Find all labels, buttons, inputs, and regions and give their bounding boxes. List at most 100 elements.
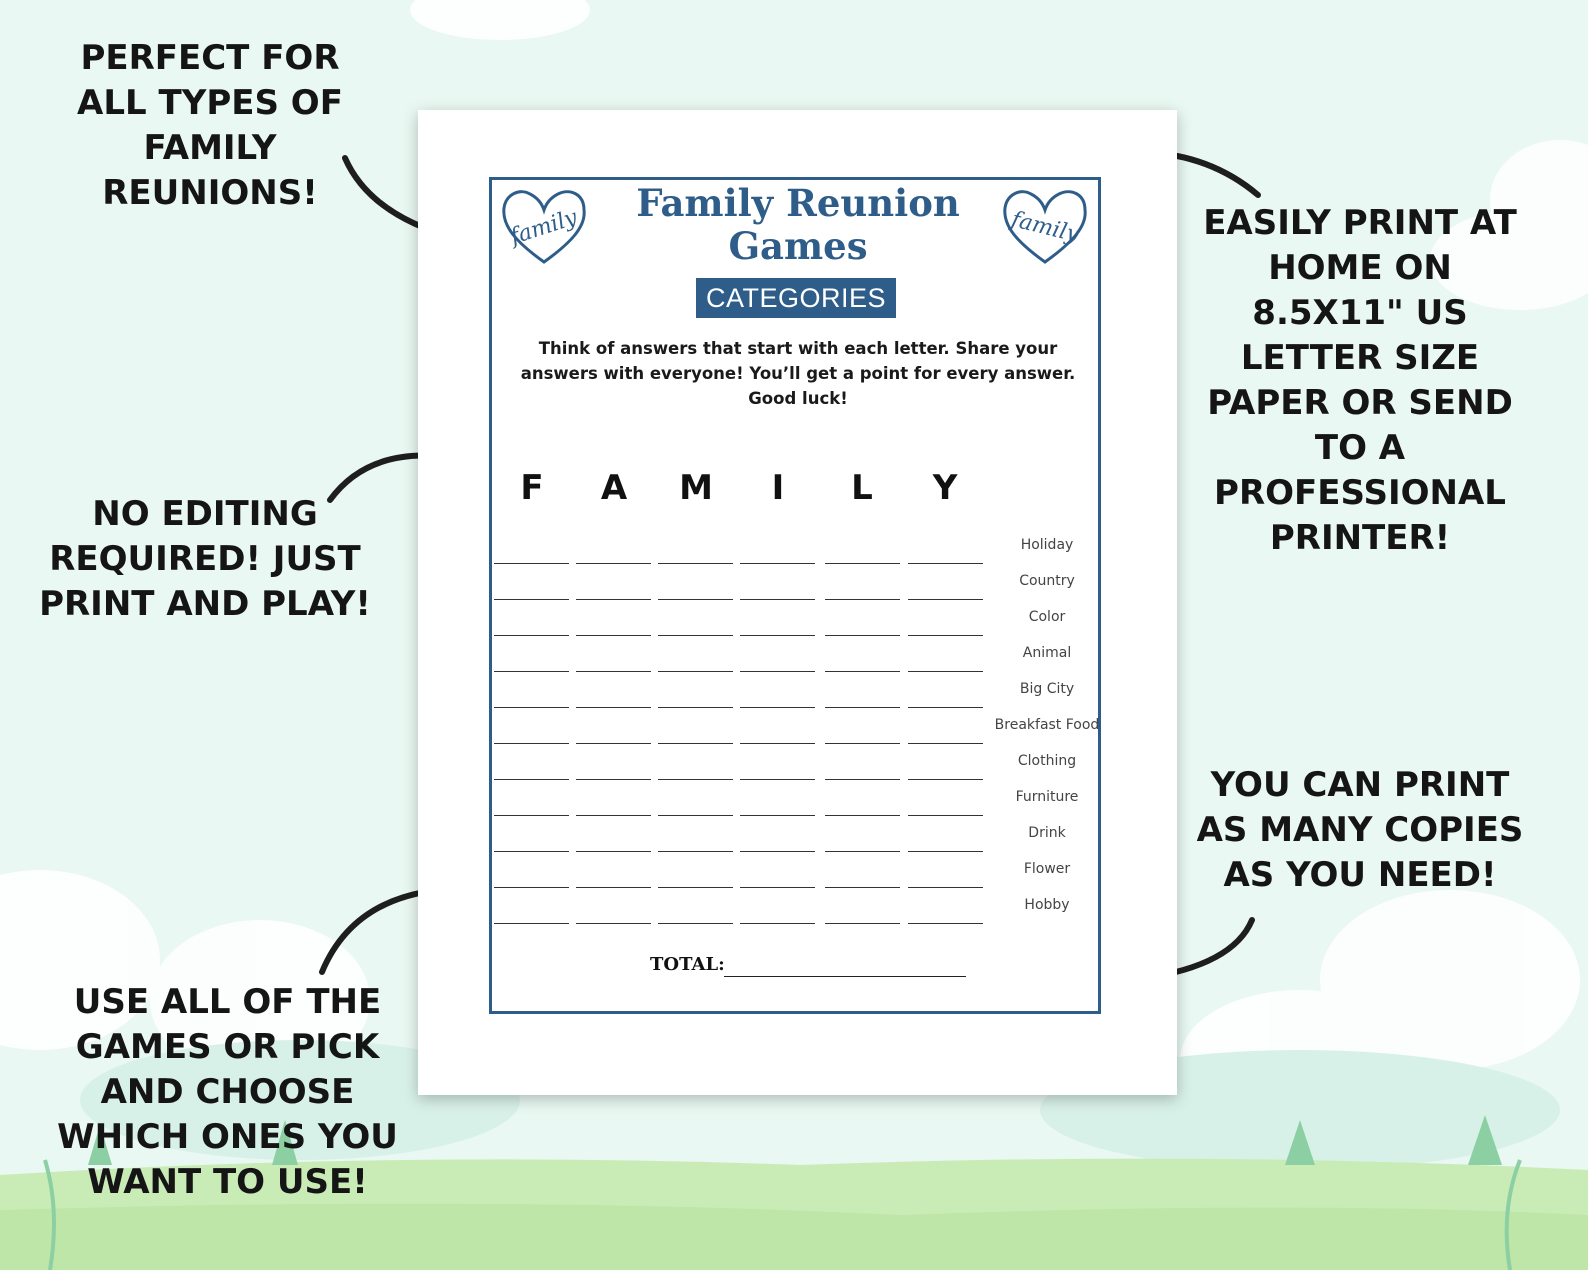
answer-blank[interactable]: [825, 779, 900, 780]
answer-blank[interactable]: [908, 851, 983, 852]
answer-blank[interactable]: [740, 887, 815, 888]
answer-blank[interactable]: [576, 851, 651, 852]
category-label: Country: [1019, 573, 1075, 589]
answer-blank[interactable]: [825, 635, 900, 636]
answer-blank[interactable]: [494, 815, 569, 816]
category-row: Holiday: [492, 529, 1104, 565]
answer-blank[interactable]: [825, 887, 900, 888]
category-label: Breakfast Food: [994, 717, 1100, 733]
answer-blank[interactable]: [494, 779, 569, 780]
answer-blank[interactable]: [908, 815, 983, 816]
answer-blank[interactable]: [576, 815, 651, 816]
worksheet-frame: family family Family Reunion Games CATEG…: [489, 177, 1101, 1014]
category-label: Drink: [1028, 825, 1066, 841]
answer-blank[interactable]: [658, 671, 733, 672]
category-row: Flower: [492, 853, 1104, 889]
answer-blank[interactable]: [576, 671, 651, 672]
answer-blank[interactable]: [658, 599, 733, 600]
answer-blank[interactable]: [908, 887, 983, 888]
category-row: Breakfast Food: [492, 709, 1104, 745]
answer-blank[interactable]: [576, 599, 651, 600]
answer-blank[interactable]: [658, 815, 733, 816]
answer-blank[interactable]: [825, 707, 900, 708]
answer-blank[interactable]: [658, 923, 733, 924]
answer-blank[interactable]: [740, 599, 815, 600]
callout-family-reunions: PERFECT FOR ALL TYPES OF FAMILY REUNIONS…: [77, 38, 343, 213]
answer-blank[interactable]: [825, 743, 900, 744]
callout-print-copies: YOU CAN PRINT AS MANY COPIES AS YOU NEED…: [1196, 765, 1524, 895]
category-row: Furniture: [492, 781, 1104, 817]
answer-blank[interactable]: [740, 779, 815, 780]
answer-blank[interactable]: [908, 599, 983, 600]
category-row: Clothing: [492, 745, 1104, 781]
answer-blank[interactable]: [576, 563, 651, 564]
answer-blank[interactable]: [576, 923, 651, 924]
answer-blank[interactable]: [740, 923, 815, 924]
category-row: Color: [492, 601, 1104, 637]
answer-blank[interactable]: [494, 563, 569, 564]
category-label: Holiday: [1020, 537, 1074, 553]
answer-blank[interactable]: [908, 779, 983, 780]
answer-blank[interactable]: [658, 563, 733, 564]
family-heart-right-icon: family: [1003, 190, 1087, 264]
category-label: Animal: [1022, 645, 1072, 661]
answer-blank[interactable]: [908, 743, 983, 744]
answer-blank[interactable]: [908, 671, 983, 672]
answer-blank[interactable]: [494, 635, 569, 636]
callout-easily-print: EASILY PRINT AT HOME ON 8.5X11" US LETTE…: [1203, 203, 1517, 558]
answer-blank[interactable]: [576, 743, 651, 744]
answer-blank[interactable]: [576, 779, 651, 780]
answer-blank[interactable]: [658, 743, 733, 744]
answer-blank[interactable]: [576, 887, 651, 888]
category-label: Furniture: [1015, 789, 1079, 805]
categories-tag: CATEGORIES: [696, 278, 896, 318]
category-label: Flower: [1023, 861, 1071, 877]
answer-blank[interactable]: [658, 779, 733, 780]
answer-blank[interactable]: [825, 851, 900, 852]
answer-blank[interactable]: [494, 743, 569, 744]
answer-blank[interactable]: [740, 671, 815, 672]
answer-blank[interactable]: [658, 635, 733, 636]
answer-blank[interactable]: [740, 563, 815, 564]
answer-blank[interactable]: [494, 887, 569, 888]
answer-blank[interactable]: [494, 851, 569, 852]
answer-blank[interactable]: [740, 707, 815, 708]
family-heart-left-icon: family: [502, 190, 586, 264]
answer-blank[interactable]: [825, 563, 900, 564]
category-row: Hobby: [492, 889, 1104, 925]
answer-blank[interactable]: [494, 671, 569, 672]
total-answer-line[interactable]: [724, 976, 966, 977]
answer-blank[interactable]: [908, 923, 983, 924]
category-label: Clothing: [1017, 753, 1077, 769]
category-label: Big City: [1019, 681, 1075, 697]
answer-blank[interactable]: [658, 887, 733, 888]
answer-blank[interactable]: [576, 635, 651, 636]
letter-a: A: [600, 468, 628, 508]
answer-blank[interactable]: [908, 707, 983, 708]
answer-blank[interactable]: [494, 707, 569, 708]
answer-blank[interactable]: [740, 851, 815, 852]
letter-l: L: [851, 468, 873, 508]
answer-blank[interactable]: [825, 599, 900, 600]
worksheet-title-line1: Family Reunion: [636, 181, 960, 225]
worksheet-title-line2: Games: [728, 224, 868, 268]
answer-blank[interactable]: [576, 707, 651, 708]
answer-blank[interactable]: [825, 815, 900, 816]
instructions-text: Think of answers that start with each le…: [520, 339, 1076, 408]
answer-blank[interactable]: [908, 635, 983, 636]
letter-i: I: [771, 468, 785, 508]
callout-no-editing: NO EDITING REQUIRED! JUST PRINT AND PLAY…: [39, 494, 371, 624]
answer-blank[interactable]: [825, 671, 900, 672]
answer-blank[interactable]: [908, 563, 983, 564]
answer-blank[interactable]: [658, 707, 733, 708]
answer-blank[interactable]: [740, 635, 815, 636]
answer-blank[interactable]: [825, 923, 900, 924]
category-label: Color: [1028, 609, 1066, 625]
answer-blank[interactable]: [494, 599, 569, 600]
answer-blank[interactable]: [494, 923, 569, 924]
callout-use-all-games: USE ALL OF THE GAMES OR PICK AND CHOOSE …: [57, 982, 398, 1202]
answer-blank[interactable]: [740, 743, 815, 744]
category-row: Big City: [492, 673, 1104, 709]
answer-blank[interactable]: [740, 815, 815, 816]
answer-blank[interactable]: [658, 851, 733, 852]
